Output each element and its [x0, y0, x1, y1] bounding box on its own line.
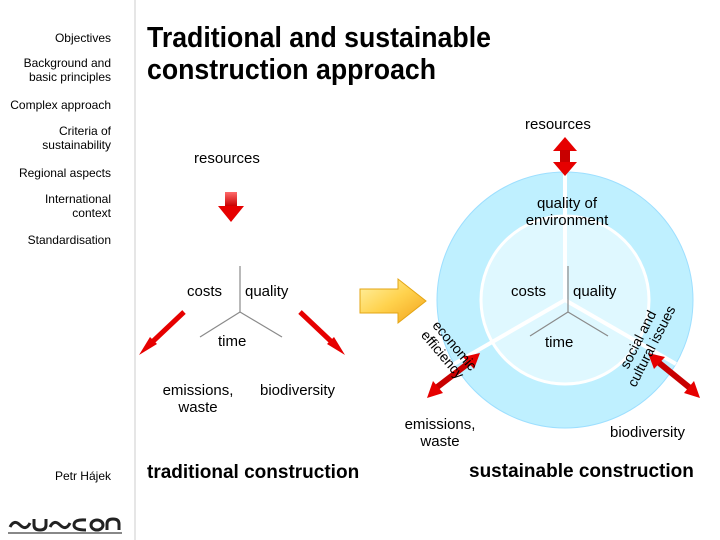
resource-arrow-traditional [218, 192, 244, 222]
sidebar-item-regional[interactable]: Regional aspects [18, 166, 111, 180]
sidebar-divider [134, 0, 136, 540]
traditional-caption: traditional construction [147, 462, 360, 483]
quality-label-sustainable: quality [573, 283, 617, 300]
biodiversity-label-sustainable: biodiversity [610, 424, 686, 441]
biodiversity-label-traditional: biodiversity [260, 382, 336, 399]
biodiversity-arrow-sustainable [648, 353, 700, 398]
emissions-label-sustainable: emissions,waste [404, 416, 476, 450]
sidebar-item-standardisation[interactable]: Standardisation [27, 233, 111, 247]
costs-label-traditional: costs [187, 283, 223, 300]
page-title: Traditional and sustainable construction… [147, 22, 491, 86]
emission-arrow-traditional [139, 310, 186, 355]
suscon-logo [8, 517, 122, 534]
time-label-sustainable: time [545, 334, 574, 351]
resources-label-traditional: resources [194, 150, 260, 167]
biodiversity-arrow-traditional [298, 310, 345, 355]
emissions-label-traditional: emissions,waste [162, 382, 234, 416]
sustainability-circle [436, 171, 694, 429]
sustainable-sector-lines [529, 266, 609, 337]
transfer-arrow [359, 277, 427, 325]
sidebar-item-complex-approach[interactable]: Complex approach [10, 98, 111, 112]
traditional-sector-lines [199, 266, 283, 338]
emission-arrow-sustainable [427, 353, 480, 398]
resources-label-sustainable: resources [525, 116, 591, 133]
time-label-traditional: time [218, 333, 247, 350]
sustainable-caption: sustainable construction [469, 461, 694, 482]
quality-label-traditional: quality [245, 283, 289, 300]
resource-arrow-sustainable [553, 137, 577, 176]
costs-label-sustainable: costs [511, 283, 547, 300]
sidebar-item-objectives[interactable]: Objectives [54, 31, 111, 45]
author-name: Petr Hájek [54, 469, 111, 483]
